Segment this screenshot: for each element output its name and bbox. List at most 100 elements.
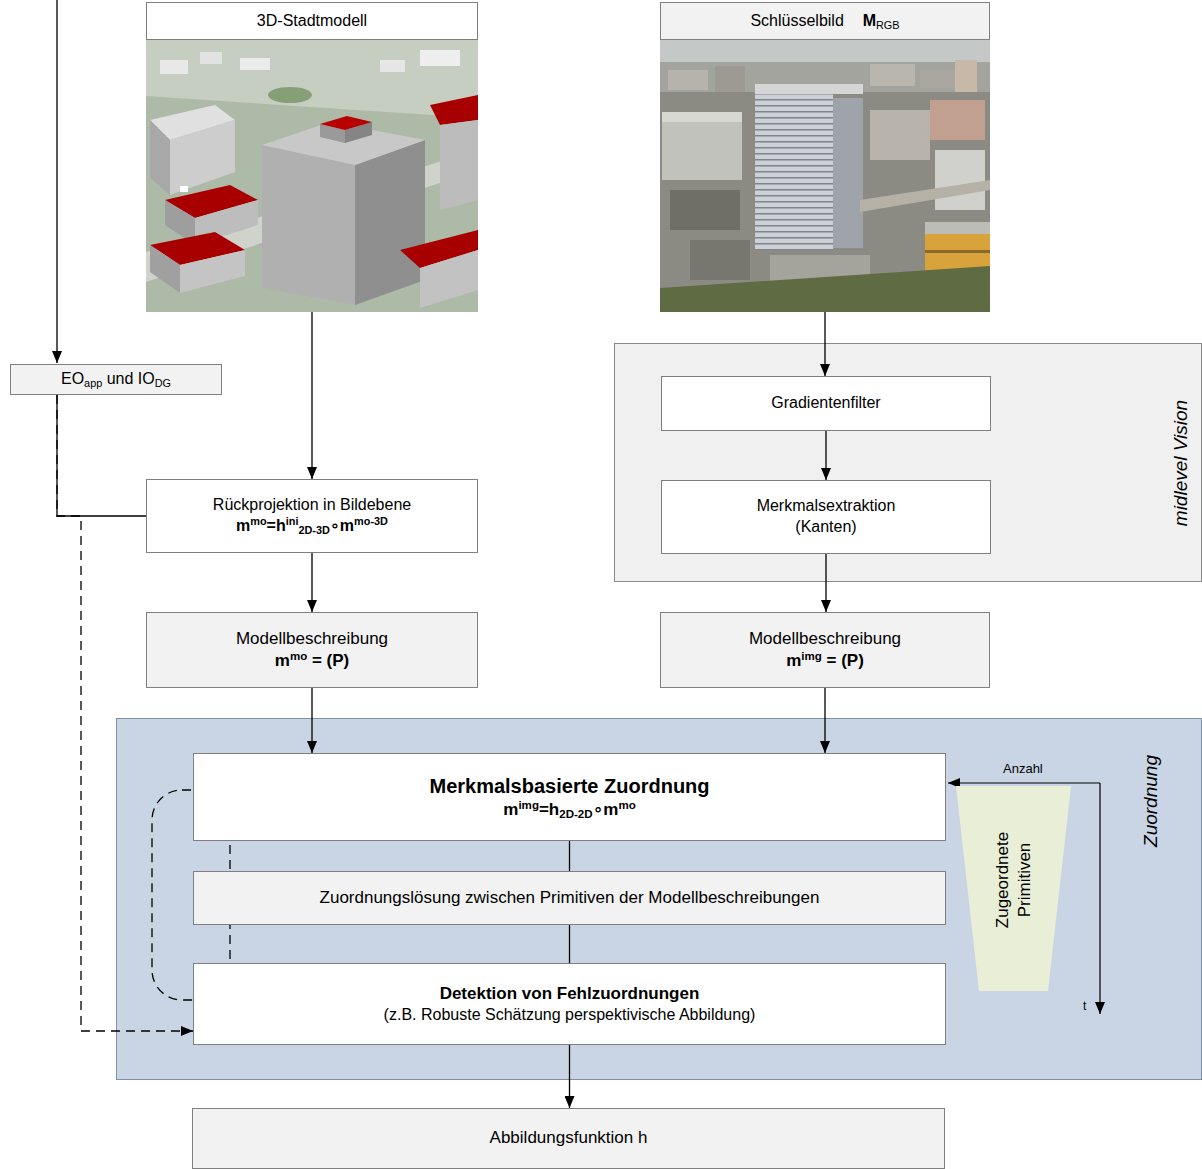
- process-box: Gradientenfilter: [661, 376, 991, 431]
- text-part: Zugeordnete Primitiven: [992, 832, 1033, 928]
- text-part: DG: [155, 377, 171, 389]
- box-content: Detektion von Fehlzuordnungen(z.B. Robus…: [384, 983, 756, 1026]
- text-part: = (P): [822, 651, 864, 670]
- text-part: ini: [286, 515, 299, 527]
- text-part: und IO: [102, 370, 154, 387]
- building: [870, 64, 915, 86]
- trapezoid-shape: Zugeordnete Primitiven: [956, 786, 1071, 991]
- text-part: =h: [539, 800, 559, 819]
- sky: [660, 40, 990, 62]
- panel-heading-wrap: midlevel Vision: [1169, 400, 1194, 526]
- axis-label: Anzahl: [1003, 761, 1043, 778]
- text-part: Abbildungsfunktion h: [490, 1128, 648, 1147]
- building: [935, 150, 985, 210]
- image-box: 3D-Stadtmodell: [146, 2, 478, 312]
- building: [870, 110, 930, 160]
- text-part: img: [518, 799, 539, 811]
- block: [160, 60, 188, 74]
- tower-front: [262, 145, 355, 305]
- box-content: Abbildungsfunktion h: [490, 1127, 648, 1149]
- aerial-photo: [660, 40, 990, 312]
- wall: [150, 245, 180, 293]
- text-part: mo: [250, 515, 266, 527]
- text-part: img: [801, 650, 822, 662]
- tower-cap-roof: [320, 116, 372, 130]
- box-text: Modellbeschreibung: [749, 628, 901, 650]
- shape-text: Zugeordnete Primitiven: [991, 832, 1035, 928]
- image-title: 3D-Stadtmodell: [257, 11, 367, 32]
- panel-heading: midlevel Vision: [1169, 400, 1194, 526]
- wall: [150, 120, 170, 195]
- trapezoid-fill: [956, 786, 1071, 991]
- box-content: Modellbeschreibungmimg = (P): [749, 628, 901, 672]
- box-content: Zuordnungslösung zwischen Primitiven der…: [320, 887, 820, 909]
- box-content: Merkmalsextraktion (Kanten): [736, 496, 916, 538]
- axis-line: [1099, 783, 1100, 1014]
- text-part: Merkmalsbasierte Zuordnung: [429, 775, 709, 797]
- text-part: 2D-3D: [298, 524, 329, 536]
- text-part: mo: [290, 650, 307, 662]
- roof: [925, 222, 990, 234]
- flow-arrow: [311, 688, 312, 753]
- box-content: Rückprojektion in Bildebenemmo=hini2D-3D…: [213, 495, 411, 537]
- box-text: Merkmalsbasierte Zuordnung: [429, 773, 709, 799]
- process-box: Detektion von Fehlzuordnungen(z.B. Robus…: [193, 963, 946, 1045]
- flow-arrow: [311, 553, 312, 612]
- image-title-bar: Schlüsselbild MRGB: [660, 2, 990, 40]
- panel-heading: Zuordnung: [1139, 755, 1164, 847]
- flow-arrow: [569, 841, 570, 871]
- process-box: Merkmalsbasierte Zuordnungmimg=h2D-2D∘mm…: [193, 753, 946, 841]
- flow-arrow: [569, 1045, 570, 1108]
- text-part: ∘m: [593, 800, 619, 819]
- box-text: Rückprojektion in Bildebene: [213, 495, 411, 516]
- axis-label-wrap: Anzahl: [1003, 761, 1043, 778]
- building: [930, 100, 985, 140]
- box-content: EOapp und IODG: [61, 369, 171, 390]
- city-model-render: [146, 40, 478, 312]
- wall: [180, 250, 245, 293]
- text-part: RGB: [876, 18, 900, 30]
- box-text: mmo = (P): [275, 650, 350, 672]
- box-text: mmo=hini2D-3D∘mmo-3D: [236, 516, 388, 537]
- text-part: = (P): [307, 651, 349, 670]
- flow-arrow: [825, 554, 826, 612]
- green-field: [660, 266, 990, 312]
- box-content: Modellbeschreibung mmo = (P): [236, 628, 388, 672]
- ground: [146, 40, 478, 312]
- tree-area: [268, 87, 312, 103]
- flow-arrow: [825, 431, 826, 480]
- text-part: M: [863, 12, 876, 29]
- text-part: Detektion von Fehlzuordnungen: [440, 984, 700, 1003]
- road: [860, 180, 990, 212]
- tower-side: [355, 140, 425, 305]
- text-part: app: [84, 377, 102, 389]
- image-title: Schlüsselbild MRGB: [750, 11, 899, 32]
- box-content: Merkmalsbasierte Zuordnungmimg=h2D-2D∘mm…: [429, 773, 709, 821]
- marker: [180, 186, 188, 192]
- wall: [440, 120, 478, 210]
- axis-label: t: [1083, 999, 1086, 1015]
- text-part: midlevel Vision: [1170, 400, 1191, 526]
- facade-stripe: [925, 250, 990, 253]
- box-text: Abbildungsfunktion h: [490, 1127, 648, 1149]
- box-text: EOapp und IODG: [61, 369, 171, 390]
- text-part: Modellbeschreibung: [236, 629, 388, 648]
- image-title-bar: 3D-Stadtmodell: [146, 2, 478, 40]
- box-text: Zuordnungslösung zwischen Primitiven der…: [320, 887, 820, 909]
- building: [715, 66, 745, 92]
- model-box: Modellbeschreibung mmo = (P): [146, 612, 478, 688]
- text-part: ∘m: [330, 517, 354, 534]
- flow-arrow: [824, 688, 825, 753]
- input-line: [56, 0, 57, 363]
- building: [662, 120, 742, 180]
- tower-roof: [755, 84, 863, 94]
- text-part: mo-3D: [354, 515, 388, 527]
- building: [955, 60, 977, 92]
- trapezoid-outline: [956, 786, 1071, 991]
- tower-side: [833, 98, 863, 248]
- text-part: Merkmalsextraktion (Kanten): [757, 497, 896, 535]
- text-part: Zuordnung: [1140, 755, 1161, 847]
- axis-line: [948, 782, 1100, 783]
- text-part: m: [275, 651, 290, 670]
